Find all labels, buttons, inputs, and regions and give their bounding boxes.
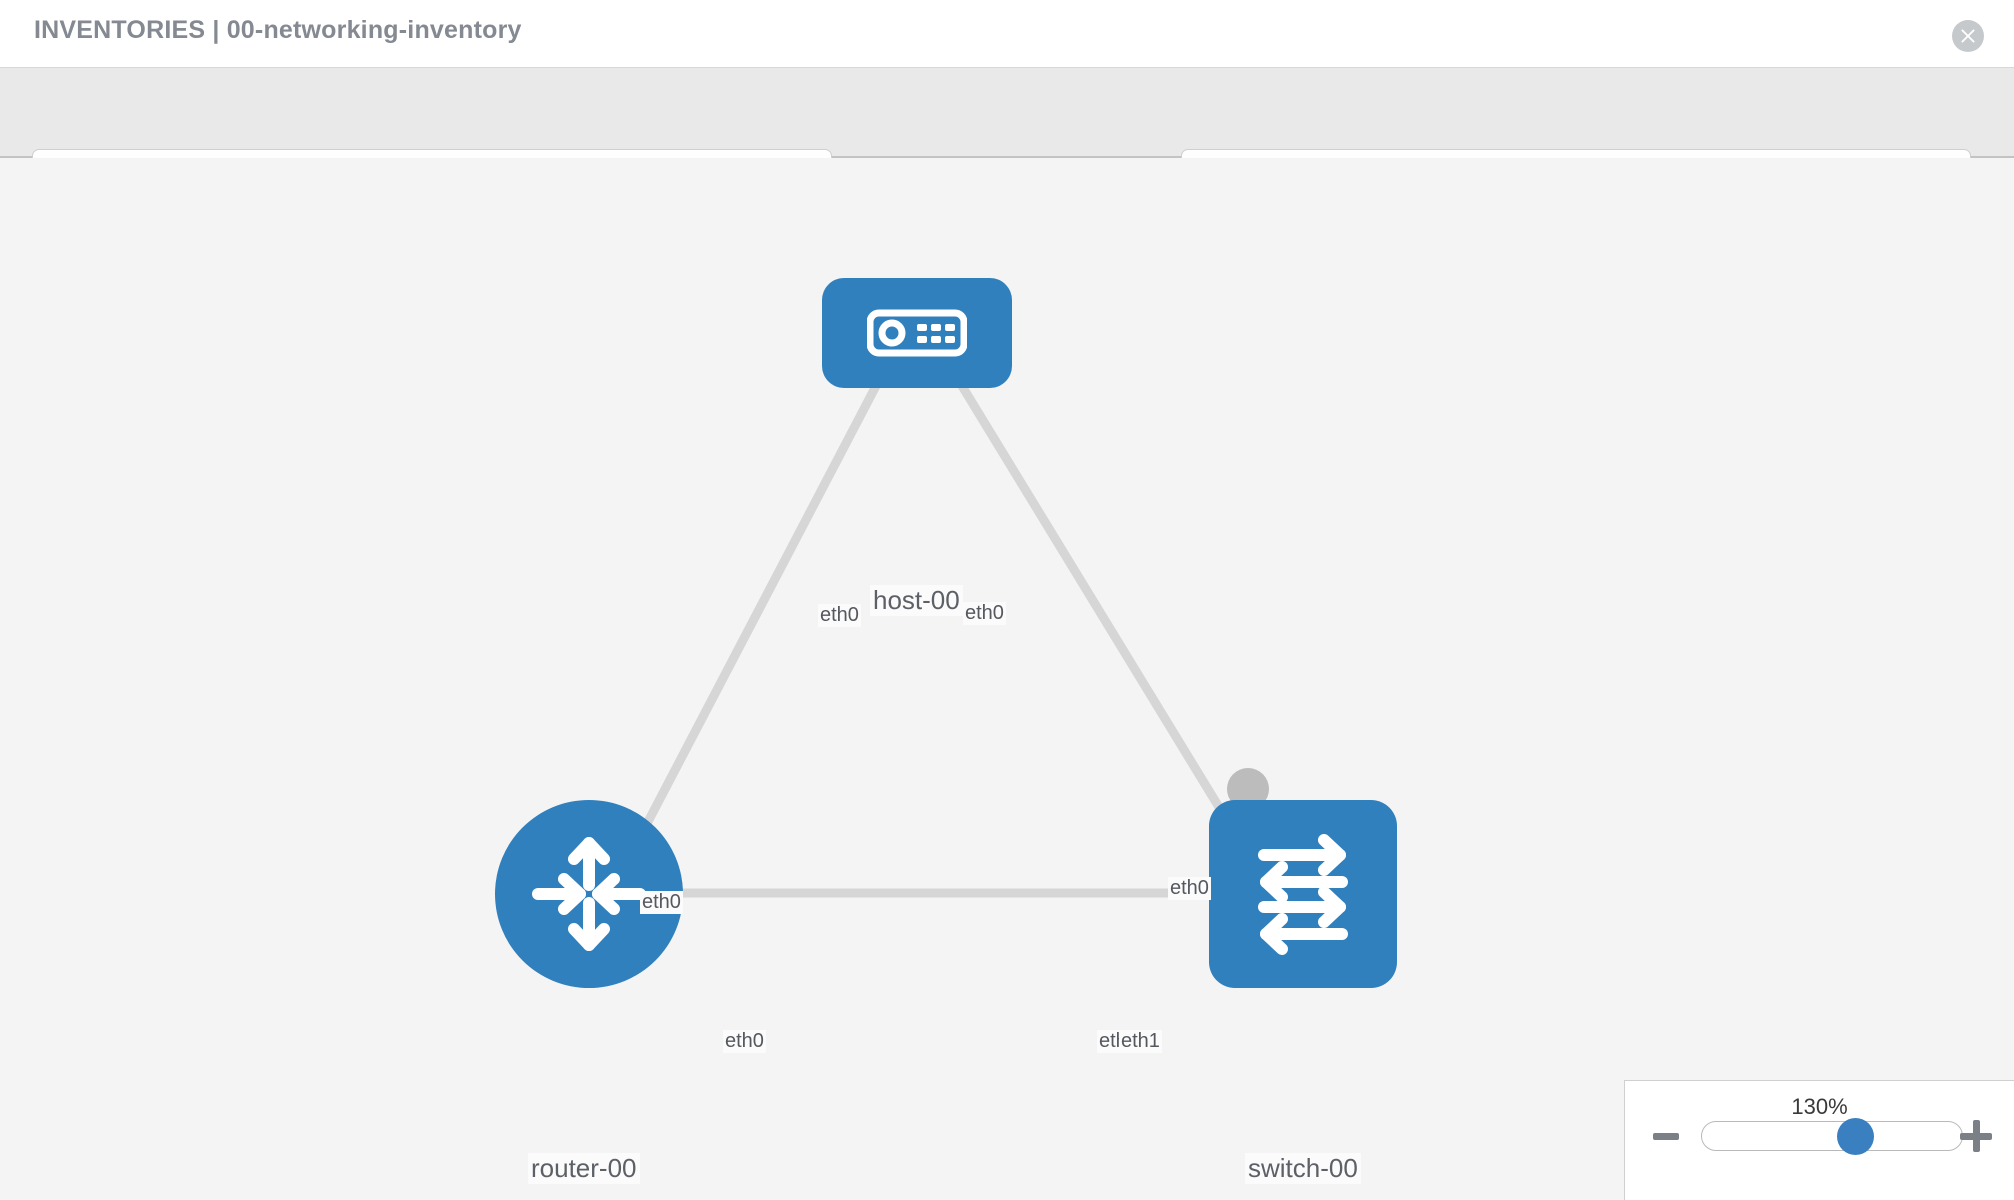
interface-label-switch-eth1: eth1 — [1119, 1030, 1162, 1053]
node-router-00[interactable] — [495, 800, 683, 988]
interface-label-router-eth0: eth0 — [723, 1030, 766, 1053]
interface-label-host-left: eth0 — [818, 604, 861, 627]
node-switch-00-label: switch-00 — [1245, 1153, 1361, 1184]
zoom-slider[interactable] — [1701, 1118, 1963, 1155]
node-router-00-label: router-00 — [528, 1153, 640, 1184]
topology-links — [624, 358, 1255, 898]
link-host-switch — [943, 358, 1255, 863]
node-host-00-shape[interactable] — [822, 278, 1012, 388]
router-arrows-icon — [532, 837, 646, 951]
node-router-00-shape[interactable] — [495, 800, 683, 988]
topology-canvas[interactable]: host-00 router-00 — [0, 158, 2014, 1200]
node-switch-00-shape[interactable] — [1209, 800, 1397, 988]
interface-label-router-uplink: eth0 — [640, 891, 683, 914]
server-icon — [867, 309, 967, 357]
link-router-host — [624, 358, 893, 863]
page-title: INVENTORIES | 00-networking-inventory — [34, 16, 522, 44]
app-header: INVENTORIES | 00-networking-inventory — [0, 0, 2014, 68]
plus-icon[interactable] — [1960, 1120, 1992, 1152]
interface-label-host-right: eth0 — [963, 602, 1006, 625]
node-host-00-label: host-00 — [870, 585, 963, 616]
interface-label-switch-uplink: eth0 — [1168, 877, 1211, 900]
node-host-00[interactable] — [822, 278, 1012, 388]
zoom-level-value: 130% — [1791, 1094, 1848, 1119]
toolbar: ACTIONS SEARCH — [0, 68, 2014, 201]
zoom-control[interactable]: 130% — [1624, 1080, 2014, 1200]
zoom-slider-handle[interactable] — [1837, 1118, 1874, 1155]
close-icon[interactable] — [1952, 20, 1984, 52]
switch-arrows-icon — [1258, 834, 1348, 955]
minus-icon[interactable] — [1653, 1133, 1679, 1140]
node-switch-00[interactable] — [1209, 800, 1397, 988]
